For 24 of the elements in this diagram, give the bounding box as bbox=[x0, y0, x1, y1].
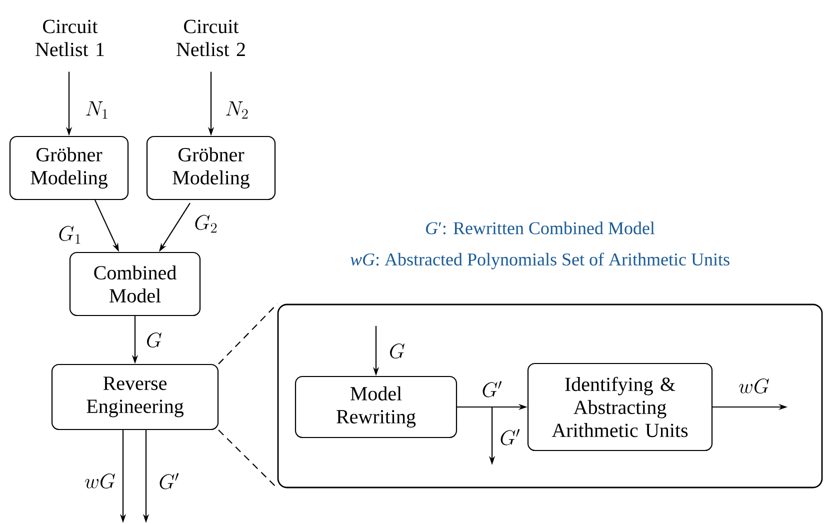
edge-label: $G$ bbox=[388, 342, 406, 360]
process-box: Gröbner Modeling bbox=[9, 136, 129, 200]
edge-label: $G_1$ bbox=[57, 225, 83, 245]
process-box: Combined Model bbox=[69, 252, 201, 316]
edge-label: $N_1$ bbox=[84, 100, 110, 120]
process-box: Identifying & Abstracting Arithmetic Units bbox=[527, 362, 713, 452]
source-text: Circuit Netlist 1 bbox=[36, 20, 104, 56]
edge-label: $G'$ bbox=[158, 472, 180, 490]
edge-label: $N_2$ bbox=[224, 100, 250, 120]
edge-label: $G'$ bbox=[498, 428, 522, 446]
edge-label: $G_2$ bbox=[193, 214, 219, 234]
dashed-line bbox=[218, 303, 278, 364]
source-text: Circuit Netlist 2 bbox=[176, 20, 245, 56]
edge-label: $G'$ bbox=[480, 380, 504, 398]
legend-note: G′: Rewritten Combined Model bbox=[426, 222, 655, 234]
edge-label: $wG$ bbox=[83, 472, 117, 490]
detail-panel bbox=[277, 304, 823, 488]
process-box: Model Rewriting bbox=[294, 376, 458, 438]
edge-label: $wG$ bbox=[737, 378, 771, 394]
edge-label: $G$ bbox=[145, 332, 164, 348]
process-box: Gröbner Modeling bbox=[146, 136, 276, 200]
process-box: Reverse Engineering bbox=[51, 364, 219, 430]
dashed-line bbox=[218, 430, 278, 489]
legend-note: wG: Abstracted Polynomials Set of Arithmetic Units bbox=[350, 252, 730, 270]
